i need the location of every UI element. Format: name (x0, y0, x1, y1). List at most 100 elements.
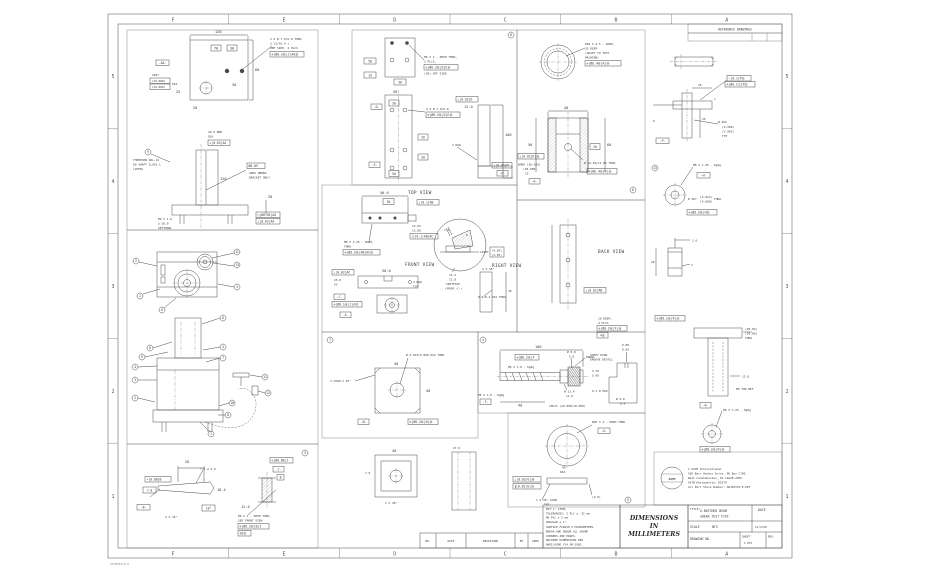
gdt-frame: ⊕|Ø0.1Ⓢ|PⒷ (727, 82, 748, 87)
astm-line: 100 Barr Harbor Drive, PO Box C700 (688, 472, 746, 476)
thread-callout: M6 X 1 - 6H6H THRU, (424, 55, 457, 59)
dim: DIA (560, 470, 565, 474)
dim: 30 (387, 200, 391, 204)
dim: 12.0 (742, 375, 749, 379)
zone-row: 5 (111, 74, 114, 80)
datum-label: -AA- (159, 61, 167, 65)
limit-dim: (3.992) (722, 130, 734, 134)
dim: 50 (392, 172, 396, 176)
knurl-note: KNURL (586, 355, 595, 359)
note: TYP (413, 285, 418, 289)
dim: 3 (691, 263, 693, 267)
dim: 20 (593, 145, 597, 149)
thread-callout: ⊔ 20.0 (158, 222, 169, 226)
gdt-frame: ⊥|0.02|K|Ⓜ (520, 154, 540, 159)
drawing-title-line1: V-NOTCHED BEAM (700, 509, 727, 513)
limit-dim: 11.0 (566, 394, 573, 398)
limit-dim: 0.80 (622, 343, 629, 347)
view-box (516, 199, 646, 333)
gdt-frame: 26Ⓑ (240, 531, 247, 536)
view-side-rail: 8 M6 X 1 - 6H6H THRU, 2 PLCS, ⊕|Ø0.2Ⓜ|D|… (363, 31, 515, 182)
view-back: BACK VIEW ⊥|0.02|AB 10 DEEP, 4 PLCS ⊕|Ø0… (551, 219, 628, 339)
zone-row: 3 (111, 284, 114, 290)
dim: 25 (702, 117, 706, 121)
gdt-frame: –|0.1|PⒷ (729, 76, 745, 81)
gdt-frame: ⊕|Ø0.1Ⓜ|C|AⒷ (334, 302, 359, 307)
zone-row: 5 (785, 74, 788, 80)
note: 3 RAD (452, 143, 461, 147)
chamfer-note: TYP (544, 503, 549, 507)
scale-label: SCALE (690, 525, 700, 529)
dim: 23 (334, 283, 338, 287)
view-box (126, 229, 319, 445)
zone-row: 4 (785, 179, 788, 185)
limit-dim: 12.00 (412, 229, 421, 233)
chamfer-note: 4 X 45° (482, 267, 494, 271)
detail-label: GROOVE DETAIL (590, 358, 613, 362)
note: 10 DEEP, (598, 317, 612, 321)
gdt-frame: ⊥|0.02|AA (258, 220, 275, 224)
material-line: NO PLC ± 1 mm (546, 516, 568, 520)
gdt-frame: ⊕|Ø0.2Ⓜ|D|EⓂ (428, 112, 453, 117)
note: THOMPSON 60L-12 (133, 158, 159, 162)
zone-col: F (171, 18, 174, 24)
gdt-frame: ⊕|Ø0.2Ⓜ|HⒷ (689, 210, 710, 215)
balloon-number: 6 (222, 316, 224, 320)
note: 4 PLCS (598, 321, 609, 325)
datum-label: -G- (601, 429, 607, 433)
balloon-number: 4 (482, 338, 484, 342)
limit-dim: 5.70 (592, 369, 599, 373)
view-box (321, 184, 518, 333)
note: AREA UNDER (249, 171, 267, 175)
dim: (2.0) (592, 495, 601, 499)
view-body-orthographic: TOP VIEW 50.0 30 ⊥|0.1|AB 12.03 12.00 Ⓢ|… (331, 190, 521, 318)
view-assembly: 2 1 12 13 3 6 8 9 4 3 2 6 4 7 10 8 1 11 … (131, 248, 272, 438)
thread-callout: M20 X 4 - 6H6H THRU (592, 420, 625, 424)
dim: 1.6 (692, 239, 697, 243)
balloon-number: 8 (227, 413, 229, 417)
note: (ADAPT TO TEST (585, 51, 610, 55)
fit-note: 10h11 (10.090/10.000) (549, 404, 586, 408)
dim: 50.0 (380, 191, 389, 195)
dim: 40 (518, 404, 522, 408)
view-base-plate: 120 70 30 60 30 20 25 -AA- 20d7 (19.080)… (149, 30, 305, 110)
limit-dim: (4.000) (700, 200, 712, 204)
thread-callout: 25 DEEP (585, 47, 597, 51)
astm-line: All Part Stock Number: ADJD5379-E-PDF (688, 485, 751, 489)
limit-dim: (4.05) (492, 249, 503, 253)
zone-row: 3 (785, 284, 788, 290)
view-clamp-block: 40 7.0 1 X 45° 27.0 (365, 446, 477, 511)
gdt-frame: ⊕|Ø0.2Ⓜ|N|Ⓜ (410, 419, 433, 424)
thread-callout: M8 X 1.25 - 6g6g (723, 408, 751, 412)
limit-dim: (20.00) (745, 332, 757, 336)
limit-dim: 0.60 (622, 348, 629, 352)
gdt-frame: ⊕|Ø0.2Ⓜ|B|J (240, 524, 262, 529)
thread-callout: OPTIONAL (158, 226, 172, 230)
gdt-frame: ⊕|Ø0.4Ⓜ|K|Ⓜ (589, 169, 612, 174)
thread-callout: M6 X 1.0 (158, 217, 172, 221)
material-notes: MAT'L: STEEL TOLERANCES: 2 PLC ± .25 mm … (546, 507, 595, 546)
zone-row: 1 (785, 494, 788, 500)
gdt-frame: ⊕|Ø0.2Ⓜ|F|Ⓜ (599, 326, 622, 331)
gdt-frame: ⊕|Ø0.2Ⓜ|F (517, 355, 535, 360)
revision-header: DATE (448, 539, 455, 543)
limit-dim: Ø 6.0 (567, 349, 576, 354)
thread-callout: M8 X 1.25 - 6g6g (693, 163, 721, 167)
date-label: DATE (758, 508, 766, 512)
balloon-number: 6 (632, 188, 634, 192)
dim: 50 (393, 90, 397, 94)
dimensions-note-line: DIMENSIONS (629, 515, 679, 522)
hole-callout: 4 X Ø 7.0/6.8 (426, 106, 449, 111)
balloon-number: 3 (134, 378, 136, 382)
chamfer-note: 4 X 45° (165, 515, 177, 519)
limit-dim: Ø 4H7 (688, 196, 697, 201)
balloon-number: 4 (222, 345, 224, 349)
dim: 20 (421, 156, 425, 160)
material-line: MACHINE DIMENSIONS PER (546, 538, 583, 542)
limit-dim: (4.000) (722, 125, 734, 129)
reference-drawings-label: REFERENCE DRAWINGS (718, 28, 752, 32)
astm-info-block: ASTM © ASTM International 100 Barr Harbo… (653, 451, 783, 506)
thread-callout: M6 X 1.0 - 6g6g (478, 393, 504, 397)
spotface-note: 11.8 (449, 278, 456, 282)
datum-label: -C- (337, 295, 343, 299)
